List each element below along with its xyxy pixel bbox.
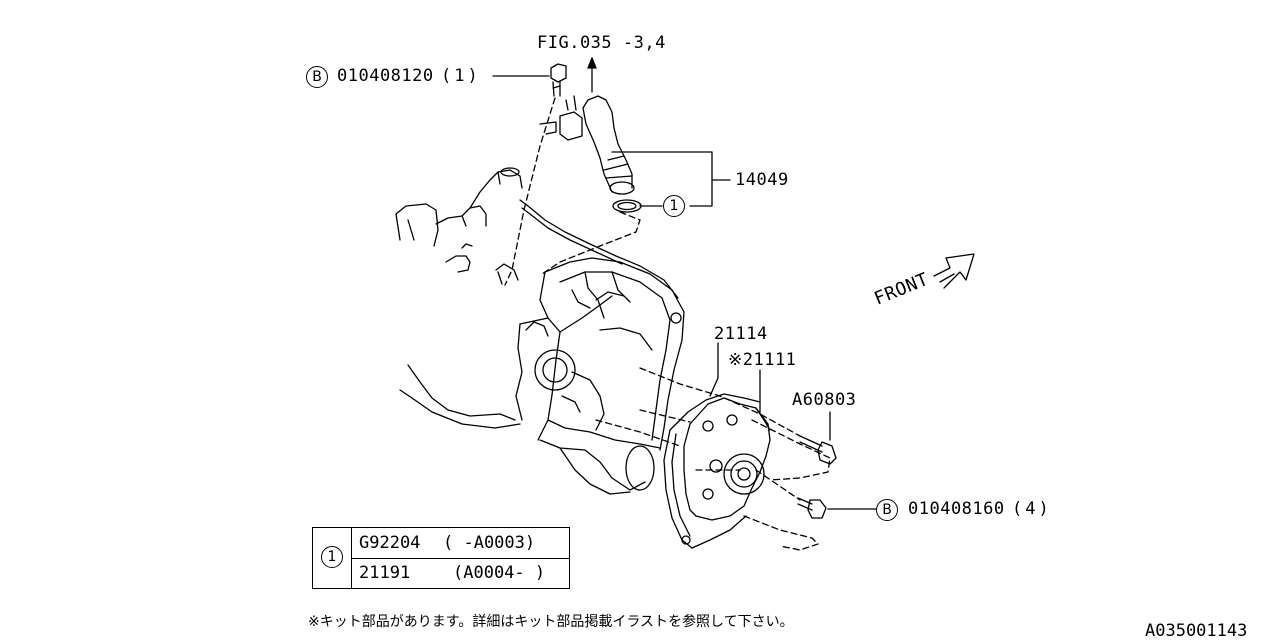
bolt-top-part-number[interactable]: 010408120 <box>337 66 434 86</box>
bolt-top-marker: B <box>306 66 328 88</box>
bracket-parts <box>395 167 523 285</box>
kit-note: ※キット部品があります。詳細はキット部品掲載イラストを参照して下さい。 <box>308 614 794 630</box>
fig-ref-arrow <box>587 57 597 93</box>
bolt-bottom <box>797 497 827 519</box>
front-arrow-icon <box>933 253 975 289</box>
pump-gasket-part-number[interactable]: 21114 <box>714 324 768 344</box>
assembly-lines <box>504 97 831 551</box>
legend-key-cell: 1 <box>313 528 352 588</box>
pump-gasket <box>663 393 761 549</box>
pipe-lines <box>519 199 679 299</box>
legend-row: 21191 (A0004- ) <box>351 558 569 588</box>
hose-part-number[interactable]: 14049 <box>735 170 789 190</box>
legend-marker: 1 <box>321 546 343 568</box>
bolt-top-qty: (1) <box>441 66 481 86</box>
bolt-bottom-qty: (4) <box>1012 499 1052 519</box>
water-hose <box>582 95 642 213</box>
legend-row-part-number[interactable]: G92204 <box>359 533 421 553</box>
figure-id: A035001143 <box>1145 621 1248 641</box>
bolt-top <box>550 63 567 97</box>
top-bracket <box>539 95 583 141</box>
leader-lines <box>492 75 877 510</box>
legend-row-part-number[interactable]: 21191 <box>359 563 411 583</box>
bolt-a-part-number[interactable]: A60803 <box>792 390 857 410</box>
water-pump <box>683 397 771 521</box>
bolt-bottom-marker: B <box>876 499 898 521</box>
water-pump-part-number[interactable]: ※21111 <box>728 350 797 370</box>
engine-block <box>399 295 661 495</box>
gasket-legend-table: 1 G92204 ( -A0003) 21191 (A0004- ) <box>312 527 570 589</box>
bolt-bottom-part-number[interactable]: 010408160 <box>908 499 1005 519</box>
timing-cover <box>539 257 685 451</box>
legend-row-range: (A0004- ) <box>453 563 546 583</box>
legend-row-range: ( -A0003) <box>443 533 536 553</box>
fig-ref-label[interactable]: FIG.035 -3,4 <box>537 33 666 53</box>
gasket-marker: 1 <box>663 195 685 217</box>
legend-row: G92204 ( -A0003) <box>351 528 569 559</box>
bolt-a60803 <box>799 435 837 465</box>
